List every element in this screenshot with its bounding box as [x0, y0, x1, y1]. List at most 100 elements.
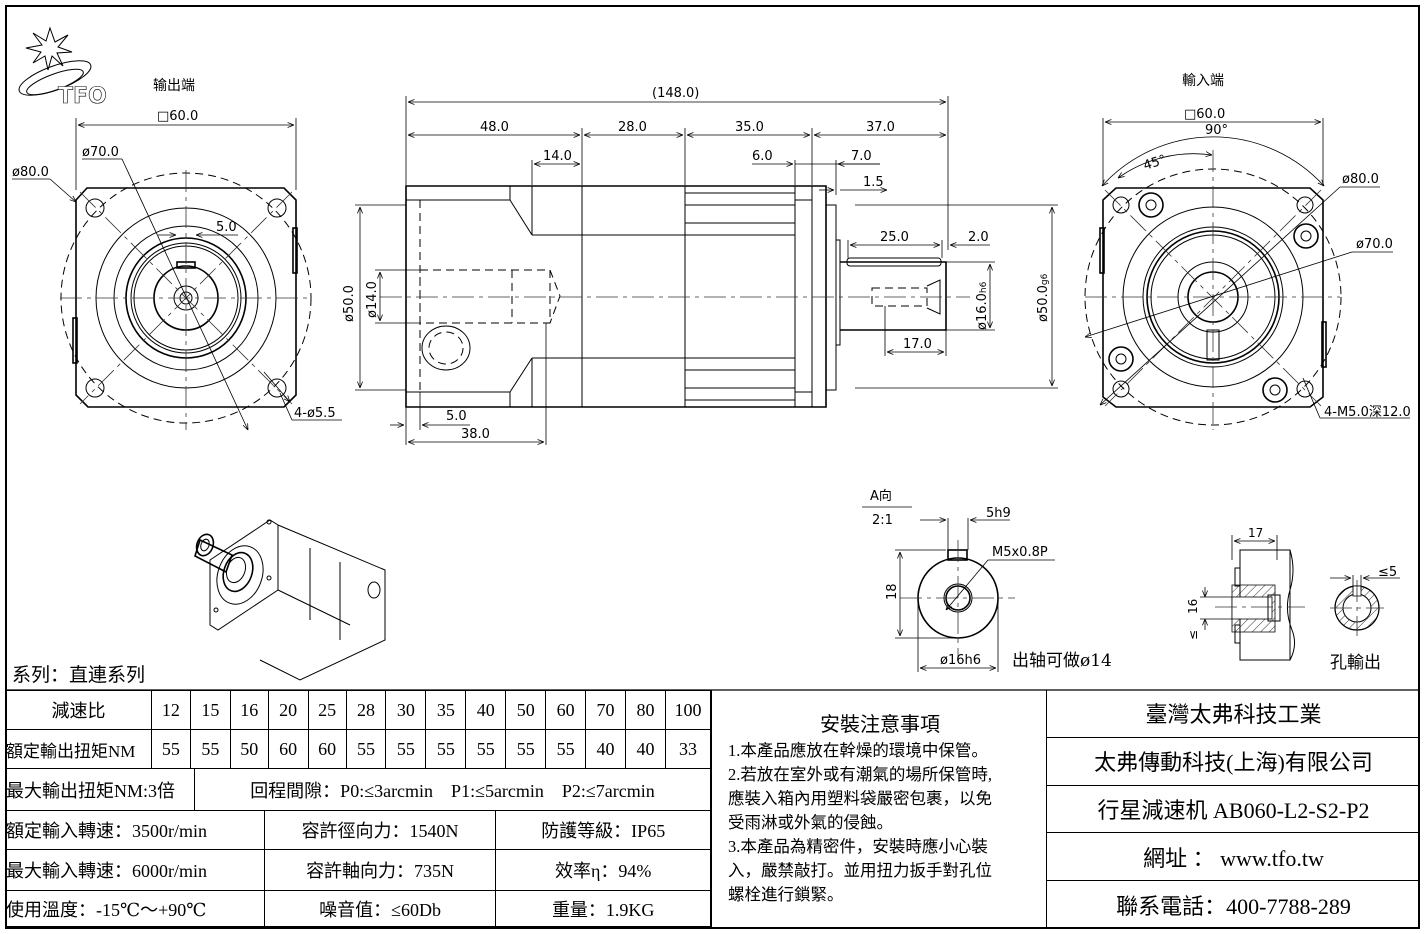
hollow-output-label: 孔輸出 — [1330, 653, 1381, 673]
hollow-dia-prefix: ≤ — [1186, 630, 1200, 640]
installation-notes: 安裝注意事項 1.本產品應放在幹燥的環境中保管。 2.若放在室外或有潮氣的場所保… — [711, 690, 1048, 929]
motor-bolt-holes — [1108, 192, 1319, 403]
spec-table: 減速比 12 15 16 20 25 28 30 35 40 50 60 70 … — [5, 690, 712, 769]
hollow-keyway-dim: ≤5 — [1378, 565, 1397, 580]
ratio-cell: 15 — [189, 690, 231, 730]
ratio-cell: 80 — [625, 690, 666, 730]
ratio-cell: 40 — [465, 690, 507, 730]
perf-row: 額定輸入轉速：3500r/min 容許徑向力：1540N 防護等級：IP65 — [5, 810, 711, 850]
output-pcd-dim: ø70.0 — [82, 145, 119, 160]
perf-cell: 額定輸入轉速：3500r/min — [5, 810, 265, 850]
ratio-cell: 100 — [664, 690, 712, 730]
ratio-cell: 12 — [150, 690, 191, 730]
perf-cell: 容許軸向力：735N — [263, 849, 497, 891]
output-shaft — [840, 261, 947, 331]
shaft-dia-dim: ø16.0h6 — [975, 281, 990, 330]
angle-45-dim: 45° — [1142, 152, 1169, 173]
detail-a-view: A向 2:1 5h9 M5x0.8P 18 ø16h6 — [862, 488, 1055, 672]
shaft-height-dim: 18 — [885, 583, 900, 600]
input-end-title: 輸入端 — [1182, 73, 1224, 89]
torque-cell: 55 — [465, 729, 507, 769]
company-name-tw: 臺灣太弗科技工業 — [1047, 690, 1420, 738]
note-line: 2.若放在室外或有潮氣的場所保管時, — [728, 765, 992, 784]
dim-6: 6.0 — [752, 149, 773, 164]
dim-38: 38.0 — [461, 427, 490, 442]
ratio-cell: 20 — [267, 690, 309, 730]
isometric-view — [194, 519, 386, 681]
torque-cell: 40 — [625, 729, 666, 769]
torque-cell: 55 — [189, 729, 231, 769]
note-line: 1.本產品應放在幹燥的環境中保管。 — [728, 741, 988, 760]
shaft-dia-detail-dim: ø16h6 — [940, 653, 981, 668]
segment-4-dim: 37.0 — [866, 120, 895, 135]
hollow-dia-dim: 16 — [1186, 599, 1200, 614]
starburst-icon — [25, 26, 73, 71]
company-website[interactable]: 網址 ： www.tfo.tw — [1047, 833, 1420, 882]
bolt-holes — [85, 198, 287, 398]
torque-row: 額定輸出扭矩NM 55 55 50 60 60 55 55 55 55 55 5… — [5, 729, 712, 769]
output-holes-dim: 4-ø5.5 — [294, 406, 336, 421]
output-square-dim: □60.0 — [157, 109, 198, 124]
torque-label: 額定輸出扭矩NM — [5, 729, 152, 769]
overall-length-dim: (148.0) — [652, 86, 699, 101]
detail-a-title: A向 — [870, 488, 892, 504]
shaft-option-note: 出轴可做ø14 — [1012, 651, 1112, 671]
input-flange — [1102, 187, 1324, 408]
input-holes-dim: 4-M5.0深12.0 — [1324, 405, 1411, 420]
segment-2-dim: 28.0 — [618, 120, 647, 135]
torque-cell: 55 — [385, 729, 427, 769]
side-view: (148.0) 48.0 28.0 35.0 37.0 14.0 6.0 7.0… — [342, 86, 1058, 445]
note-line: 應裝入箱內用塑料袋嚴密包裹，以免 — [728, 789, 992, 808]
max-torque-cell: 最大輸出扭矩NM:3倍 — [5, 768, 195, 811]
series-label: 系列：直連系列 — [12, 664, 145, 686]
input-pilot-dim: ø50.0 — [342, 285, 357, 322]
output-pilot-dim: ø50.0g6 — [1036, 273, 1051, 322]
ratio-cell: 28 — [345, 690, 387, 730]
dim-7: 7.0 — [851, 149, 872, 164]
key-offset-dim: 2.0 — [968, 230, 989, 245]
perf-cell: 效率η：94% — [495, 849, 711, 891]
output-outer-dim: ø80.0 — [12, 165, 49, 180]
torque-cell: 40 — [585, 729, 626, 769]
note-line: 螺栓進行鎖緊。 — [728, 885, 844, 904]
threaded-holes — [1112, 196, 1314, 398]
output-end-view: 输出端 □60.0 ø80.0 — [12, 78, 342, 430]
thread-depth-dim: 17.0 — [903, 337, 932, 352]
ratio-cell: 50 — [505, 690, 547, 730]
performance-table: 額定輸入轉速：3500r/min 容許徑向力：1540N 防護等級：IP65 最… — [5, 810, 711, 927]
torque-cell: 55 — [345, 729, 387, 769]
torque-cell: 60 — [267, 729, 309, 769]
ratio-cell: 30 — [385, 690, 427, 730]
perf-cell: 最大輸入轉速：6000r/min — [5, 849, 265, 891]
input-outer-dim: ø80.0 — [1342, 172, 1379, 187]
torque-cell: 50 — [229, 729, 269, 769]
ratio-cell: 35 — [425, 690, 467, 730]
ratio-cell: 60 — [545, 690, 587, 730]
perf-cell: 噪音值：≤60Db — [263, 890, 497, 927]
segment-3-dim: 35.0 — [735, 120, 764, 135]
key-length-dim: 25.0 — [880, 230, 909, 245]
input-bore-dim: ø14.0 — [365, 281, 380, 318]
input-end-view: 輸入端 □60.0 90° 45° — [1085, 73, 1411, 430]
output-flange — [75, 187, 297, 408]
perf-cell: 重量：1.9KG — [495, 890, 711, 927]
notes-title: 安裝注意事項 — [820, 714, 940, 736]
tfo-logo: TFO — [18, 26, 107, 109]
torque-cell: 55 — [425, 729, 467, 769]
hollow-depth-dim: 17 — [1248, 526, 1263, 540]
company-name-sh: 太弗傳動科技(上海)有限公司 — [1047, 738, 1420, 786]
backlash-table: 最大輸出扭矩NM:3倍 回程間隙：P0:≤3arcmin P1:≤5arcmin… — [5, 768, 711, 811]
ratio-label: 減速比 — [5, 690, 152, 730]
detail-a-scale: 2:1 — [872, 513, 893, 528]
note-line: 入，嚴禁敲打。並用扭力扳手對孔位 — [728, 861, 992, 880]
logo-text: TFO — [58, 84, 107, 109]
torque-cell: 55 — [150, 729, 191, 769]
note-line: 3.本產品為精密件，安裝時應小心裝 — [728, 837, 988, 856]
input-pcd-dim: ø70.0 — [1356, 237, 1393, 252]
torque-cell: 55 — [505, 729, 547, 769]
dim-5: 5.0 — [446, 409, 467, 424]
gearbox-body — [405, 185, 827, 408]
segment-1-dim: 48.0 — [480, 120, 509, 135]
ratio-cell: 25 — [307, 690, 347, 730]
backlash-cell: 回程間隙：P0:≤3arcmin P1:≤5arcmin P2:≤7arcmin — [194, 768, 711, 811]
